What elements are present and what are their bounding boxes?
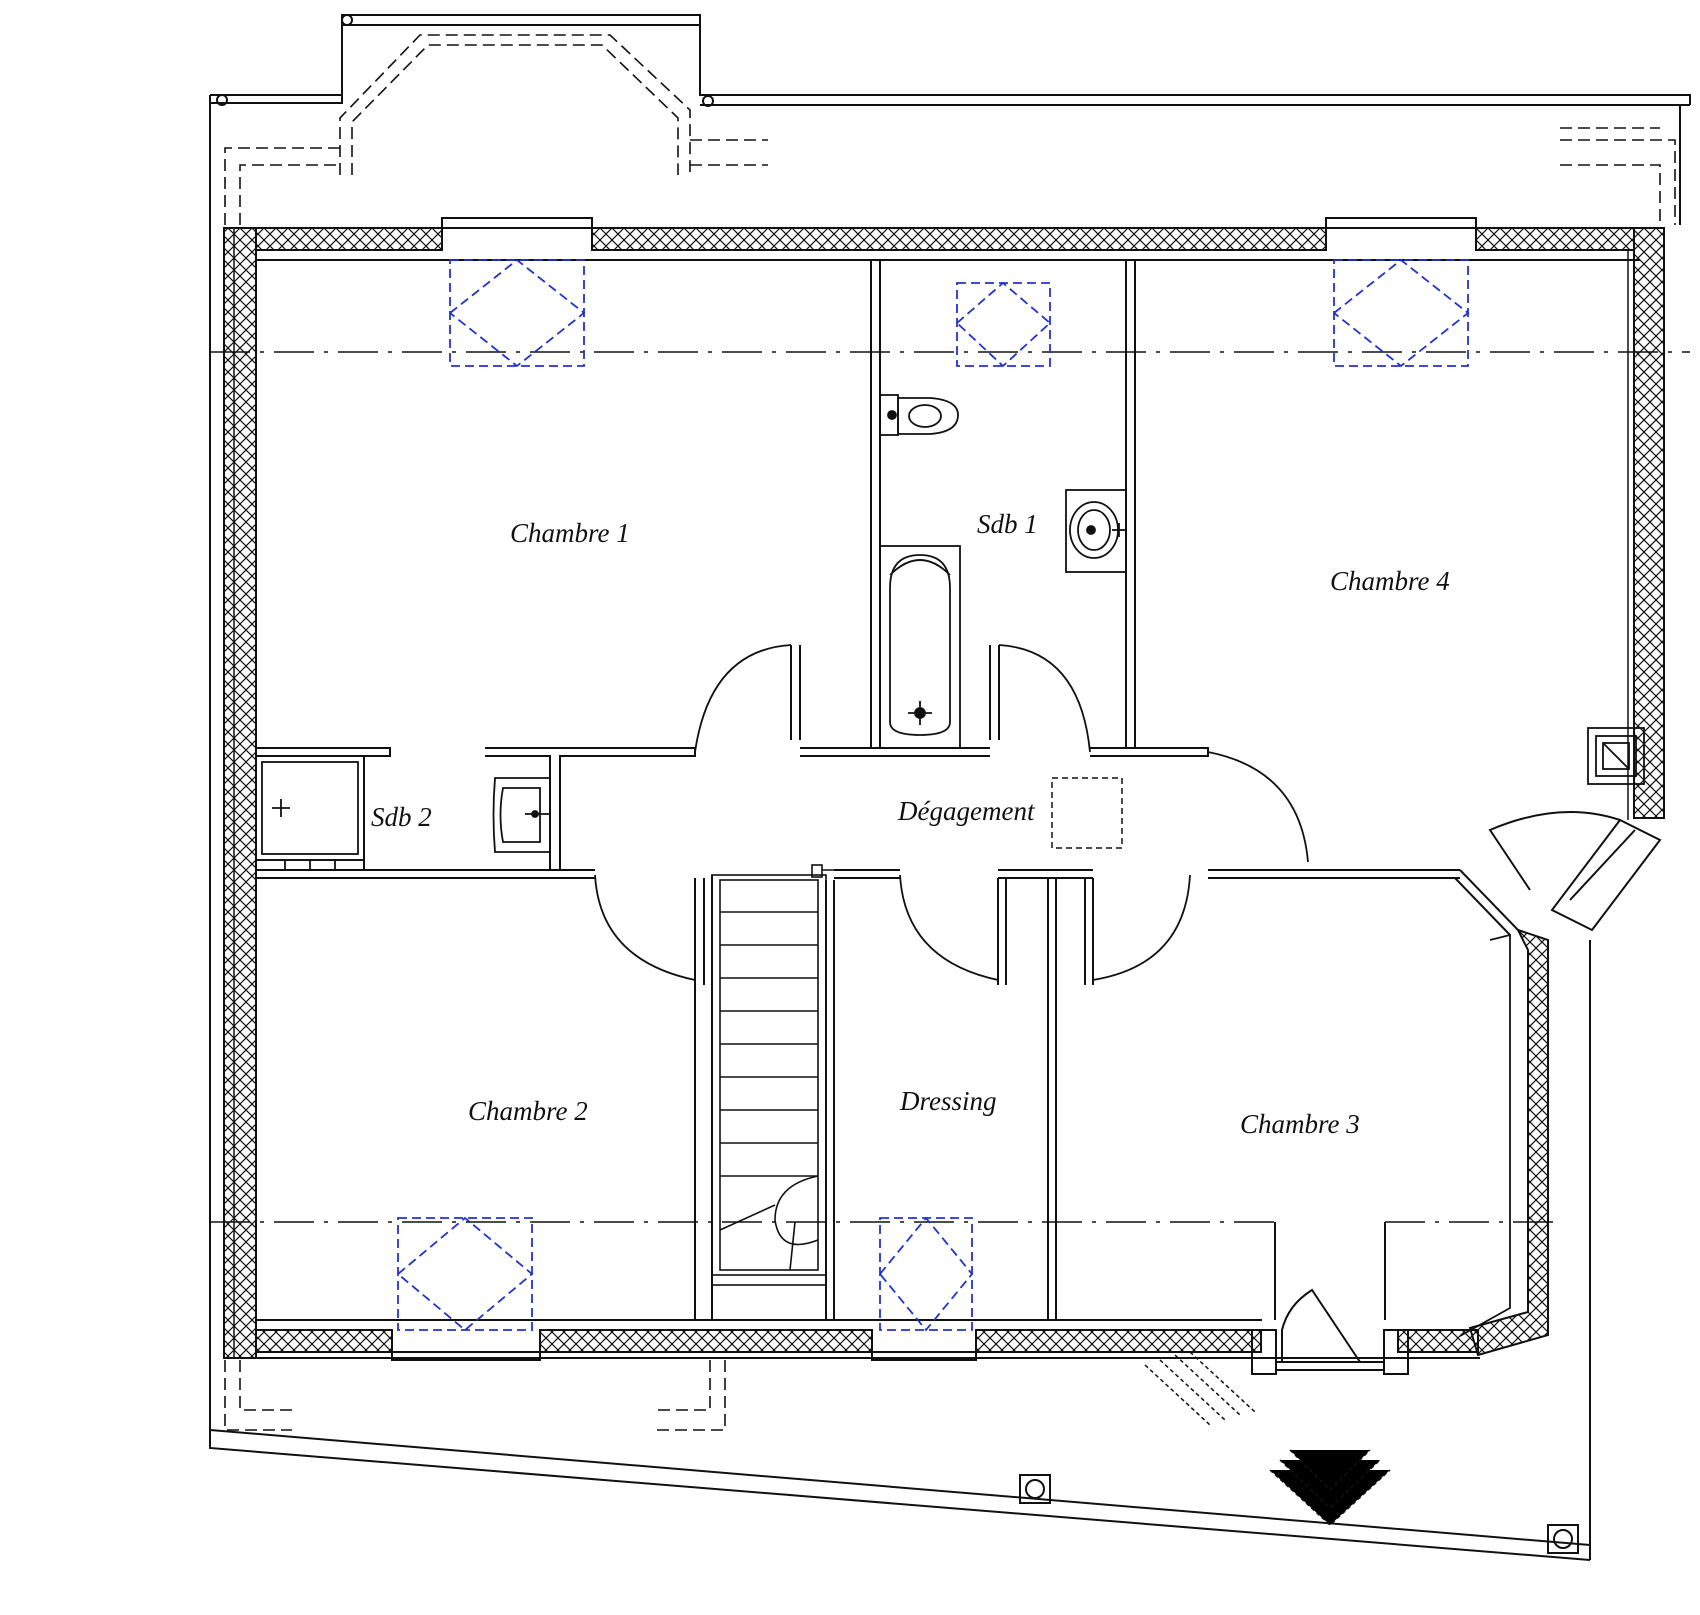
attic-hatch bbox=[1051, 777, 1123, 849]
label-sdb-1: Sdb 1 bbox=[977, 509, 1038, 539]
toilet-fixture bbox=[879, 394, 959, 436]
shower-sdb2-fixture bbox=[255, 755, 365, 870]
room-labels: Chambre 1 Sdb 1 Chambre 4 Sdb 2 Dégageme… bbox=[371, 509, 1450, 1139]
skylights bbox=[397, 258, 1470, 1332]
sink-sdb1-fixture bbox=[1065, 489, 1127, 573]
sink-sdb2-fixture bbox=[492, 777, 551, 853]
slope-lines bbox=[210, 351, 1690, 1223]
exterior-walls bbox=[223, 227, 1665, 1359]
label-chambre-2: Chambre 2 bbox=[468, 1096, 588, 1126]
label-chambre-1: Chambre 1 bbox=[510, 518, 630, 548]
exterior-hatching bbox=[1144, 1351, 1391, 1527]
label-degagement: Dégagement bbox=[897, 796, 1036, 826]
door-swings bbox=[594, 644, 1309, 981]
bathtub-fixture bbox=[879, 545, 961, 749]
interior-walls bbox=[256, 260, 1519, 1320]
staircase bbox=[711, 864, 848, 1321]
window-frames bbox=[391, 217, 1662, 1375]
wall-thin-lines bbox=[1274, 1222, 1386, 1320]
roof-dashed-lines bbox=[224, 34, 1676, 1431]
label-chambre-3: Chambre 3 bbox=[1240, 1109, 1360, 1139]
roof-outline bbox=[209, 14, 1691, 1561]
label-chambre-4: Chambre 4 bbox=[1330, 566, 1450, 596]
label-dressing: Dressing bbox=[899, 1086, 997, 1116]
label-sdb-2: Sdb 2 bbox=[371, 802, 432, 832]
roof-drains bbox=[1019, 1474, 1579, 1554]
chimney-fixture bbox=[1587, 727, 1645, 785]
